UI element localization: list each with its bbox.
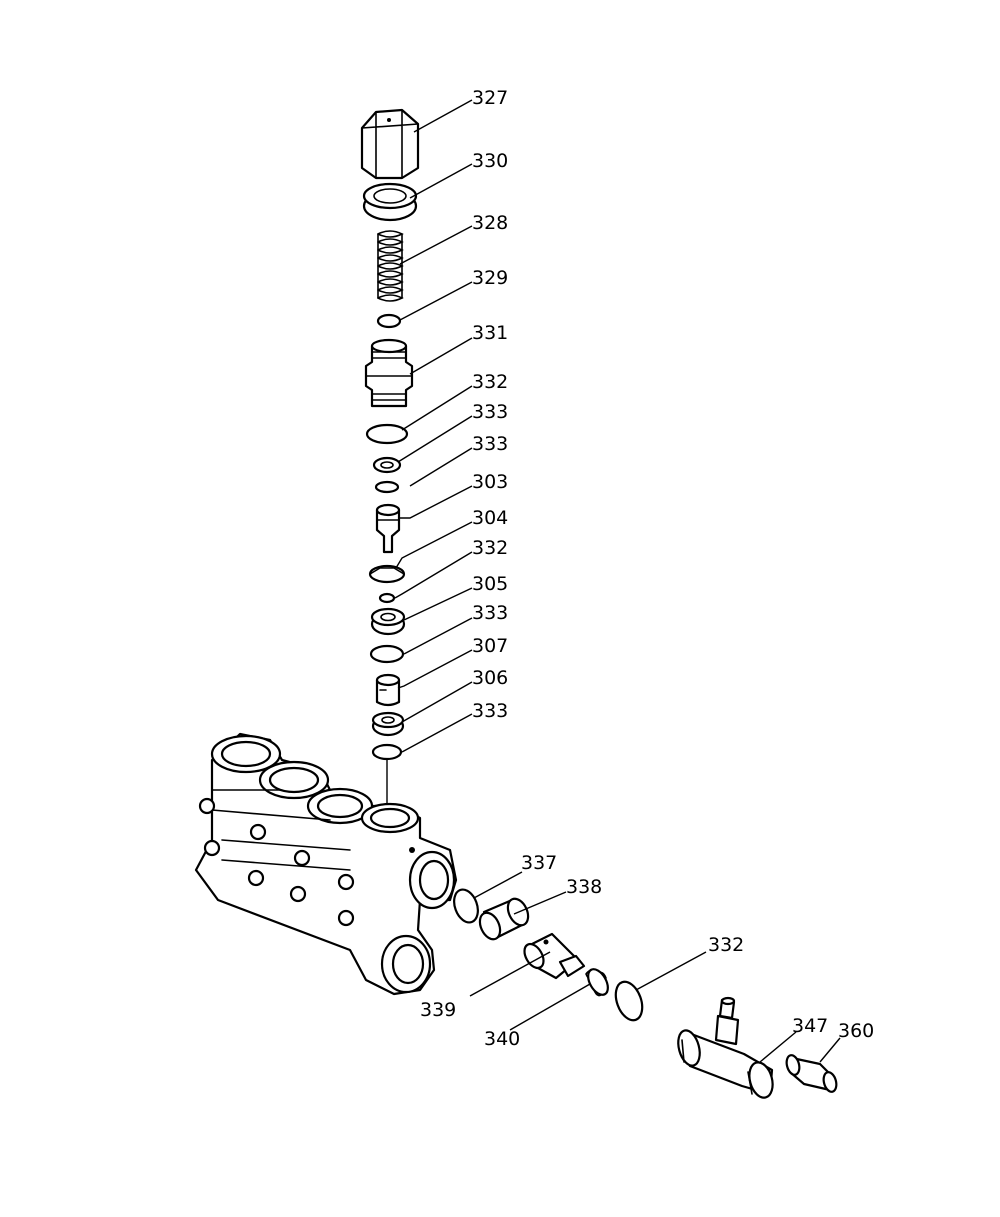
part-338-seat xyxy=(478,897,530,941)
part-360-nipple xyxy=(785,1054,838,1093)
callout-332-b: 332 xyxy=(472,537,508,559)
callout-332-c: 332 xyxy=(708,934,744,956)
part-304-retainer xyxy=(368,564,406,584)
part-307-piston xyxy=(375,673,401,707)
callout-360: 360 xyxy=(838,1020,874,1042)
callout-339: 339 xyxy=(420,999,456,1021)
part-303-valve xyxy=(375,503,401,554)
callout-340: 340 xyxy=(484,1028,520,1050)
part-332-oring-top xyxy=(365,423,409,445)
part-333-oring-d xyxy=(371,743,403,761)
part-329-ring xyxy=(376,313,402,329)
part-332-oring-right xyxy=(614,980,644,1022)
callout-306: 306 xyxy=(472,667,508,689)
part-347-injector xyxy=(677,996,774,1099)
callout-330: 330 xyxy=(472,150,508,172)
leader-lines xyxy=(394,99,841,1063)
callout-332-a: 332 xyxy=(472,371,508,393)
callout-305: 305 xyxy=(472,573,508,595)
part-333-washer-a xyxy=(372,456,402,474)
callout-333-a: 333 xyxy=(472,401,508,423)
part-305-seat xyxy=(370,607,406,636)
callout-337: 337 xyxy=(521,852,557,874)
callout-331: 331 xyxy=(472,322,508,344)
part-340-spring xyxy=(585,968,609,997)
manifold-body xyxy=(194,732,458,996)
part-330-lock-ring xyxy=(362,182,418,222)
callout-333-c: 333 xyxy=(472,602,508,624)
part-333-ring-b xyxy=(374,480,400,494)
part-339-piston xyxy=(523,932,586,980)
callout-labels: 327 330 328 329 331 332 333 333 303 304 … xyxy=(420,87,874,1050)
callout-333-b: 333 xyxy=(472,433,508,455)
part-327-cap-nut xyxy=(360,108,420,180)
part-337-oring xyxy=(453,888,479,924)
callout-328: 328 xyxy=(472,212,508,234)
part-328-spring xyxy=(377,230,404,302)
part-306-seat xyxy=(371,711,405,737)
callout-347: 347 xyxy=(792,1015,828,1037)
part-331-adapter xyxy=(364,338,414,408)
callout-303: 303 xyxy=(472,471,508,493)
callout-307: 307 xyxy=(472,635,508,657)
callout-327: 327 xyxy=(472,87,508,109)
callout-333-d: 333 xyxy=(472,700,508,722)
part-333-oring-c xyxy=(369,644,405,664)
callout-329: 329 xyxy=(472,267,508,289)
callout-338: 338 xyxy=(566,876,602,898)
callout-304: 304 xyxy=(472,507,508,529)
part-332-oring-small xyxy=(378,592,396,604)
